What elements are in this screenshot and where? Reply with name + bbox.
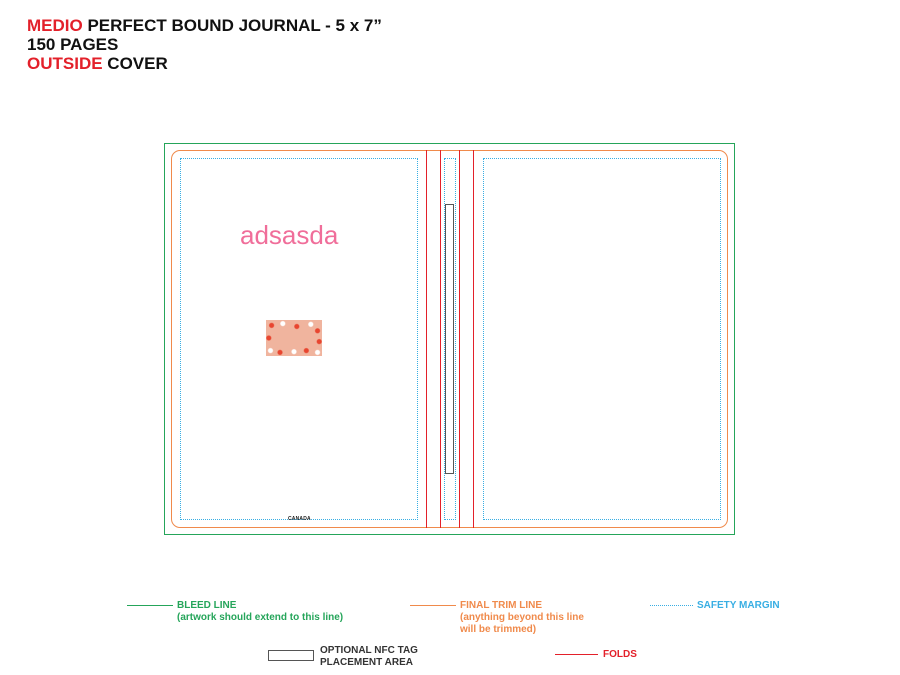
legend-nfc: OPTIONAL NFC TAG PLACEMENT AREA <box>320 645 418 669</box>
header-line-3: OUTSIDE COVER <box>27 54 382 73</box>
fold-line-right-outer <box>473 150 474 528</box>
legend-folds-swatch <box>555 654 598 655</box>
header-cover: COVER <box>107 54 168 73</box>
header-pages: 150 PAGES <box>27 35 119 54</box>
legend-bleed-note: (artwork should extend to this line) <box>177 612 344 623</box>
legend-trim-title: FINAL TRIM LINE <box>460 600 543 611</box>
fold-line-right-inner <box>459 150 460 528</box>
legend-bleed-title: BLEED LINE <box>177 600 237 611</box>
safety-margin-back <box>180 158 418 520</box>
legend-safety: SAFETY MARGIN <box>697 600 780 612</box>
nfc-tag-area <box>445 204 454 474</box>
legend-safety-title: SAFETY MARGIN <box>697 600 780 611</box>
legend-trim: FINAL TRIM LINE (anything beyond this li… <box>460 600 584 636</box>
legend-folds-title: FOLDS <box>603 649 637 660</box>
legend-safety-swatch <box>650 605 693 606</box>
brand-mark: CANADA <box>288 516 311 522</box>
legend-trim-note-1: (anything beyond this line <box>460 612 584 623</box>
legend-trim-swatch <box>410 605 456 606</box>
safety-margin-spine <box>444 158 456 520</box>
legend-folds: FOLDS <box>603 649 637 661</box>
header-accent-medio: MEDIO <box>27 16 83 35</box>
legend-bleed: BLEED LINE (artwork should extend to thi… <box>177 600 343 624</box>
header-accent-outside: OUTSIDE <box>27 54 103 73</box>
fold-line-left-inner <box>440 150 441 528</box>
header-product-name: PERFECT BOUND JOURNAL - 5 x 7” <box>87 16 382 35</box>
legend-nfc-swatch <box>268 650 314 661</box>
legend-nfc-title-1: OPTIONAL NFC TAG <box>320 645 418 656</box>
legend-bleed-swatch <box>127 605 173 606</box>
fold-line-left-outer <box>426 150 427 528</box>
cover-text[interactable]: adsasda <box>240 220 339 250</box>
legend-nfc-title-2: PLACEMENT AREA <box>320 657 413 668</box>
page-header: MEDIO PERFECT BOUND JOURNAL - 5 x 7” 150… <box>27 16 382 73</box>
cover-image-thumbnail[interactable] <box>266 320 322 356</box>
legend-trim-note-2: will be trimmed) <box>460 624 537 635</box>
bleed-line <box>164 143 735 535</box>
safety-margin-front <box>483 158 721 520</box>
trim-line <box>171 150 728 528</box>
header-line-1: MEDIO PERFECT BOUND JOURNAL - 5 x 7” <box>27 16 382 35</box>
